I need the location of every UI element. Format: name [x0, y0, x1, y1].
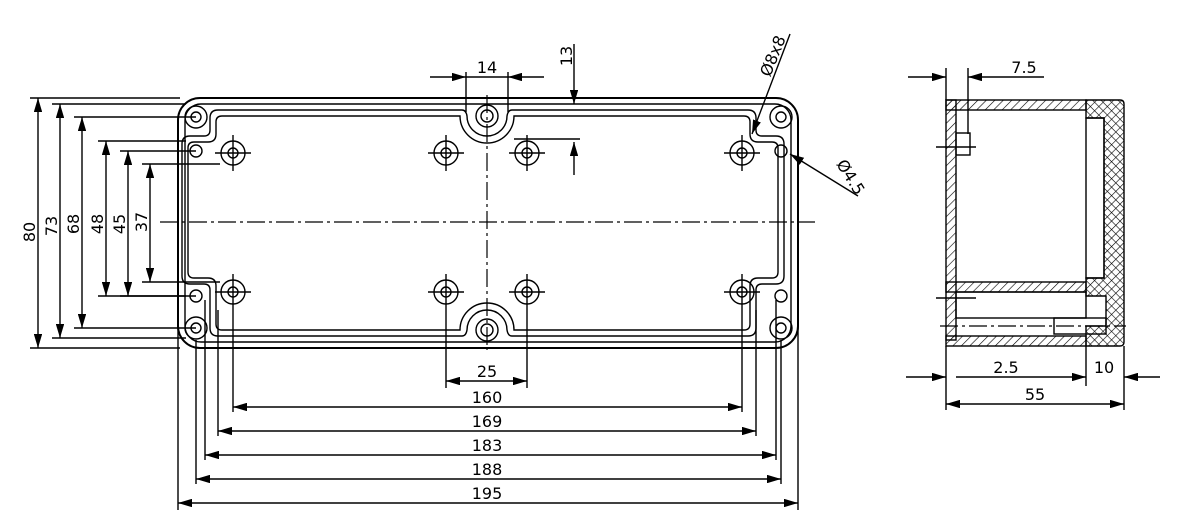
- dim-13: 13: [557, 46, 576, 66]
- vertical-dimension-lines: [33, 98, 155, 348]
- side-view: 7.5 2.5 10 55: [906, 58, 1160, 410]
- dim-68: 68: [64, 214, 83, 234]
- dim-14-lines: [430, 72, 544, 112]
- top-wall: [945, 99, 1087, 111]
- vertical-extension-lines: [30, 97, 220, 349]
- dim-195: 195: [472, 484, 503, 503]
- lid-center-holes: [475, 104, 499, 342]
- front-view: 80 73 68 48 45 37 25: [20, 33, 869, 510]
- dim-14: 14: [477, 58, 497, 77]
- lid-recess: [181, 109, 785, 337]
- back-wall: [945, 99, 957, 341]
- mounting-tab: [955, 132, 971, 156]
- mounting-bosses: [215, 135, 760, 310]
- lid-recess-inner: [187, 115, 779, 331]
- horizontal-extension-lines: [177, 300, 799, 510]
- dim-80: 80: [20, 222, 39, 242]
- bottom-channel: [955, 291, 1087, 319]
- hole-large-label: Ø8x8: [756, 33, 790, 79]
- dim-45: 45: [110, 214, 129, 234]
- dim-73: 73: [42, 216, 61, 236]
- lid-section: [1085, 99, 1125, 347]
- dim-183: 183: [472, 436, 503, 455]
- dim-188: 188: [472, 460, 503, 479]
- dim-25: 25: [477, 362, 497, 381]
- enclosure-outline: [177, 97, 799, 349]
- dim-13-lines: [514, 44, 580, 175]
- hole-large-leader: [751, 33, 791, 135]
- screw-bore: [1053, 317, 1107, 335]
- dim-37: 37: [132, 212, 151, 232]
- dim-10: 10: [1094, 358, 1114, 377]
- hole-small-label: Ø4.5: [833, 156, 869, 198]
- horizontal-dimension-lines: [178, 376, 798, 508]
- dim-169: 169: [472, 412, 503, 431]
- dim-160: 160: [472, 388, 503, 407]
- dim-2-5: 2.5: [993, 358, 1018, 377]
- dim-48: 48: [88, 214, 107, 234]
- bottom-rib: [945, 281, 1087, 293]
- hole-small-leader: [789, 153, 859, 197]
- dim-55: 55: [1025, 385, 1045, 404]
- bottom-wall: [945, 335, 1087, 347]
- lid-gasket: [1085, 117, 1105, 279]
- enclosure-inner-outline: [184, 103, 792, 343]
- dim-7-5: 7.5: [1011, 58, 1036, 77]
